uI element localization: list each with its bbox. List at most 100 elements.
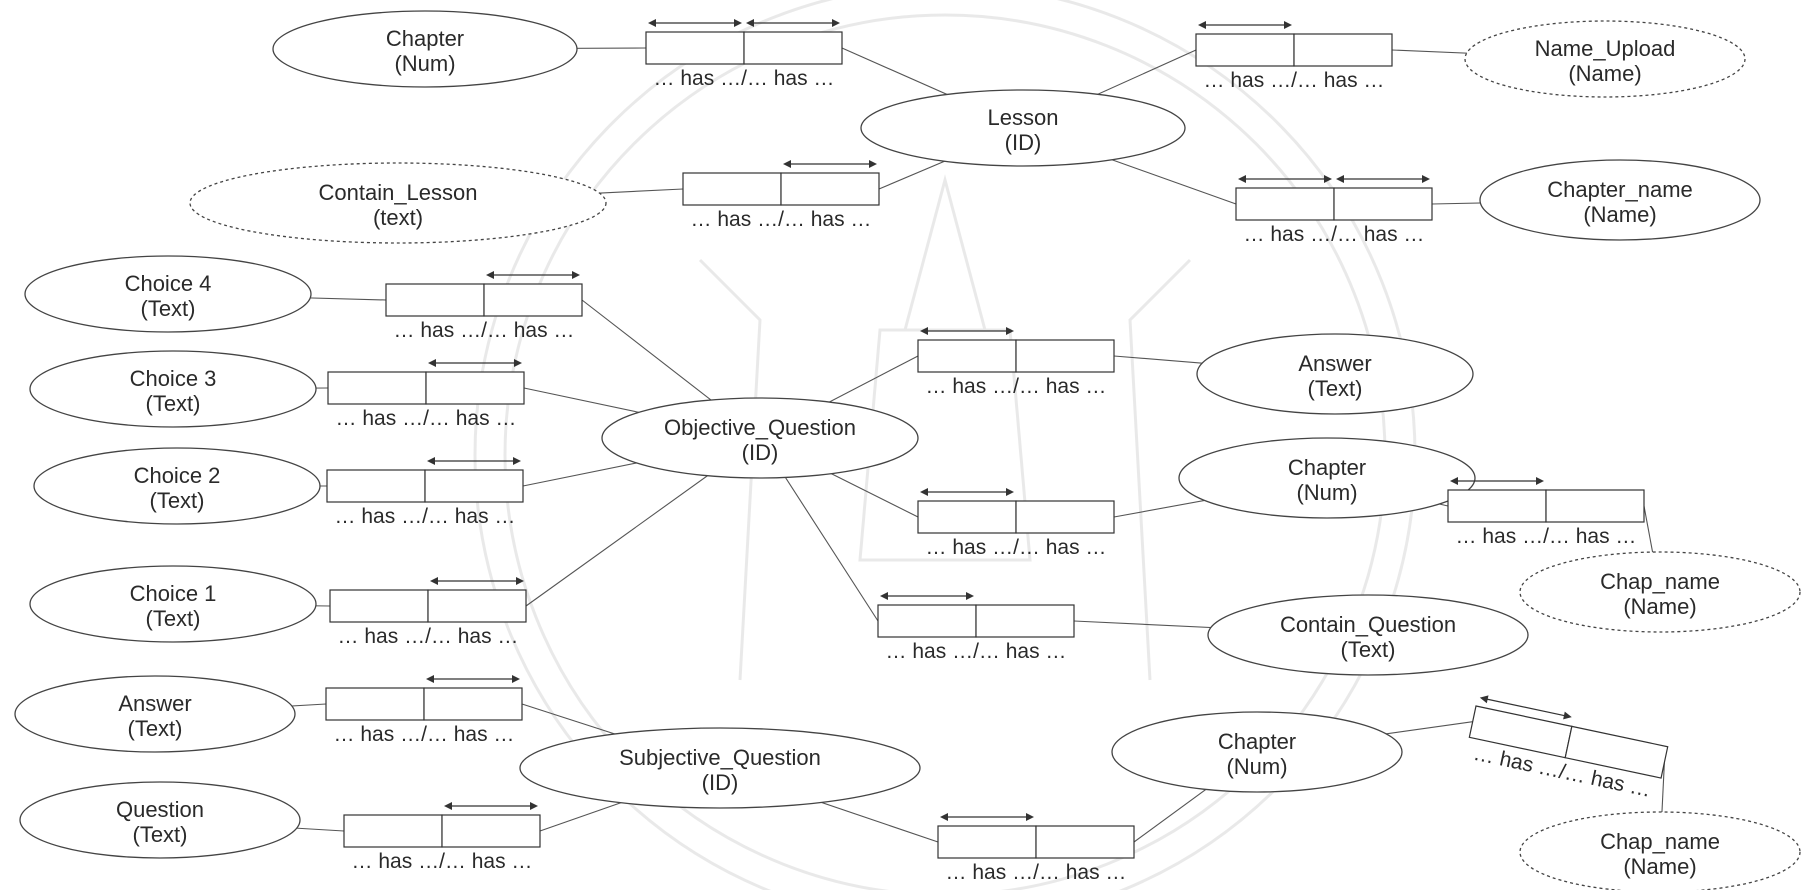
entity-type: (Name) bbox=[1568, 61, 1641, 86]
relationship-r1: … has …/… has … bbox=[645, 19, 843, 90]
entity-type: (Name) bbox=[1623, 594, 1696, 619]
entity-ellipse bbox=[519, 727, 921, 809]
cardinality-arrow-right bbox=[444, 802, 538, 810]
cardinality-arrow-left bbox=[940, 813, 1034, 821]
relationship-r3: … has …/… has … bbox=[682, 160, 880, 231]
entity-ellipse bbox=[1464, 20, 1746, 98]
entity-type: (Text) bbox=[150, 488, 205, 513]
rel-box-left bbox=[327, 371, 427, 405]
entity-name: Question bbox=[116, 797, 204, 822]
rel-box-left bbox=[1447, 489, 1547, 523]
rel-box-right bbox=[975, 604, 1075, 638]
entity-name: Contain_Question bbox=[1280, 612, 1456, 637]
relationship-r12: … has …/… has … bbox=[877, 592, 1075, 663]
relationship-r8: … has …/… has … bbox=[329, 577, 527, 648]
cardinality-arrow-right bbox=[430, 577, 524, 585]
entity-name: Subjective_Question bbox=[619, 745, 821, 770]
relationship-label: … has …/… has … bbox=[1244, 223, 1425, 246]
entity-type: (Num) bbox=[394, 51, 455, 76]
entity-name: Chapter bbox=[1218, 729, 1296, 754]
entity-type: (Text) bbox=[1341, 637, 1396, 662]
entity-question: Question(Text) bbox=[19, 781, 301, 859]
rel-box-right bbox=[1293, 33, 1393, 67]
entity-type: (Text) bbox=[141, 296, 196, 321]
entity-choice1: Choice 1(Text) bbox=[29, 565, 317, 643]
entity-name: Chapter bbox=[1288, 455, 1366, 480]
cardinality-arrow-left bbox=[1198, 21, 1292, 29]
rel-box-left bbox=[343, 814, 443, 848]
relationship-r7: … has …/… has … bbox=[326, 457, 524, 528]
relationship-r4: … has …/… has … bbox=[1235, 175, 1433, 246]
rel-box-right bbox=[1564, 725, 1669, 779]
rel-box-right bbox=[483, 283, 583, 317]
relationship-r6: … has …/… has … bbox=[327, 359, 525, 430]
cardinality-arrow-right bbox=[1336, 175, 1430, 183]
cardinality-arrow-right bbox=[783, 160, 877, 168]
entity-type: (Text) bbox=[133, 822, 188, 847]
cardinality-arrow-left bbox=[1479, 695, 1572, 720]
entity-name: Chap_name bbox=[1600, 829, 1720, 854]
relationship-label: … has …/… has … bbox=[394, 319, 575, 342]
entity-type: (Num) bbox=[1296, 480, 1357, 505]
entity-lesson: Lesson(ID) bbox=[860, 89, 1186, 167]
rel-box-left bbox=[326, 469, 426, 503]
cardinality-arrow-right bbox=[426, 675, 520, 683]
cardinality-arrow-right bbox=[427, 457, 521, 465]
rel-box-left bbox=[645, 31, 745, 65]
entity-ellipse bbox=[272, 10, 578, 88]
entity-chapter-num-1: Chapter(Num) bbox=[272, 10, 578, 88]
relationship-r16: … has …/… has … bbox=[1468, 695, 1669, 802]
entity-ellipse bbox=[860, 89, 1186, 167]
relationship-label: … has …/… has … bbox=[946, 861, 1127, 884]
entity-name: Objective_Question bbox=[664, 415, 856, 440]
cardinality-arrow-left bbox=[1450, 477, 1544, 485]
rel-box-left bbox=[1195, 33, 1295, 67]
rel-box-right bbox=[424, 469, 524, 503]
relationship-r13: … has …/… has … bbox=[325, 675, 523, 746]
rel-box-left bbox=[917, 339, 1017, 373]
entity-type: (ID) bbox=[742, 440, 779, 465]
entity-name: Choice 4 bbox=[125, 271, 212, 296]
entity-name: Chapter_name bbox=[1547, 177, 1693, 202]
relationship-r9: … has …/… has … bbox=[917, 327, 1115, 398]
entity-ellipse bbox=[33, 447, 321, 525]
relationship-label: … has …/… has … bbox=[926, 536, 1107, 559]
entity-name: Chap_name bbox=[1600, 569, 1720, 594]
rel-box-right bbox=[1333, 187, 1433, 221]
entity-type: (Text) bbox=[128, 716, 183, 741]
rel-box-right bbox=[1015, 500, 1115, 534]
rel-box-right bbox=[427, 589, 527, 623]
relationship-label: … has …/… has … bbox=[336, 407, 517, 430]
rel-box-right bbox=[1015, 339, 1115, 373]
entity-type: (text) bbox=[373, 205, 423, 230]
entity-answer-obj: Answer(Text) bbox=[1196, 333, 1474, 415]
cardinality-arrow-left bbox=[648, 19, 742, 27]
entity-chapter-name: Chapter_name(Name) bbox=[1479, 159, 1761, 241]
rel-box-left bbox=[1235, 187, 1335, 221]
relationship-label: … has …/… has … bbox=[1204, 69, 1385, 92]
relationship-r10: … has …/… has … bbox=[917, 488, 1115, 559]
entity-ellipse bbox=[1207, 594, 1529, 676]
cardinality-arrow-right bbox=[746, 19, 840, 27]
rel-box-right bbox=[1035, 825, 1135, 859]
entity-choice4: Choice 4(Text) bbox=[24, 255, 312, 333]
entity-name: Lesson bbox=[988, 105, 1059, 130]
entity-ellipse bbox=[1519, 811, 1801, 890]
entity-name: Choice 2 bbox=[134, 463, 221, 488]
entity-ellipse bbox=[29, 350, 317, 428]
entity-chapter-num-2: Chapter(Num) bbox=[1178, 437, 1476, 519]
entity-contain-lesson: Contain_Lesson(text) bbox=[189, 162, 607, 244]
entity-choice2: Choice 2(Text) bbox=[33, 447, 321, 525]
rel-box-right bbox=[441, 814, 541, 848]
cardinality-arrow-right bbox=[486, 271, 580, 279]
rel-box-right bbox=[780, 172, 880, 206]
cardinality-arrow-left bbox=[920, 488, 1014, 496]
relationship-label: … has …/… has … bbox=[352, 850, 533, 873]
entity-type: (Text) bbox=[146, 606, 201, 631]
rel-box-left bbox=[325, 687, 425, 721]
entity-ellipse bbox=[29, 565, 317, 643]
entity-name: Chapter bbox=[386, 26, 464, 51]
entity-ellipse bbox=[14, 675, 296, 753]
relationship-label: … has …/… has … bbox=[691, 208, 872, 231]
